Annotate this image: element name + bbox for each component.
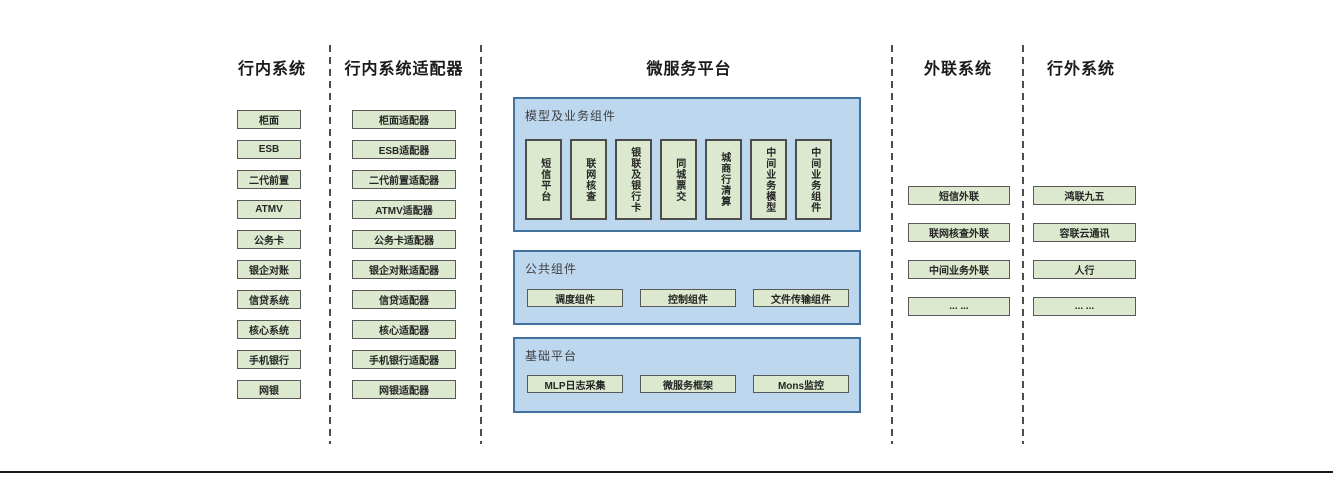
model-component-box: 中间业务模型 <box>750 139 787 220</box>
internal-system-box: 二代前置 <box>237 170 301 189</box>
header-external-systems: 行外系统 <box>1046 61 1116 78</box>
internal-system-box: 信贷系统 <box>237 290 301 309</box>
adapter-box: 银企对账适配器 <box>352 260 456 279</box>
common-component-box: 控制组件 <box>640 289 736 307</box>
outbound-system-box: 联网核查外联 <box>908 223 1010 242</box>
dashed-divider-3 <box>891 45 893 444</box>
external-system-box: 人行 <box>1033 260 1136 279</box>
internal-adapters-list: 柜面适配器 ESB适配器二代前置适配器 ATMV适配器公务卡适配器银企对账适配器信贷… <box>352 110 456 399</box>
dashed-divider-2 <box>480 45 482 444</box>
adapter-box: ESB适配器 <box>352 140 456 159</box>
base-platform-box: Mons监控 <box>753 375 849 393</box>
adapter-box: 柜面适配器 <box>352 110 456 129</box>
model-component-box: 中间业务组件 <box>795 139 832 220</box>
adapter-box: 公务卡适配器 <box>352 230 456 249</box>
adapter-box: 核心适配器 <box>352 320 456 339</box>
internal-system-box: 手机银行 <box>237 350 301 369</box>
model-component-box: 联网核查 <box>570 139 607 220</box>
model-component-box: 银联及银行卡 <box>615 139 652 220</box>
header-internal-systems: 行内系统 <box>237 61 307 78</box>
model-component-box: 短信平台 <box>525 139 562 220</box>
internal-system-box: 核心系统 <box>237 320 301 339</box>
model-component-box: 城商行清算 <box>705 139 742 220</box>
model-component-box: 同城票交 <box>660 139 697 220</box>
internal-system-box: ESB <box>237 140 301 159</box>
outbound-system-box: ... ... <box>908 297 1010 316</box>
header-internal-adapters: 行内系统适配器 <box>344 61 464 78</box>
panel-label: 公共组件 <box>525 262 578 276</box>
outbound-system-box: 中间业务外联 <box>908 260 1010 279</box>
bottom-border-line <box>0 471 1333 473</box>
base-platform-box: MLP日志采集 <box>527 375 623 393</box>
panel-common-components: 公共组件 调度组件控制组件文件传输组件 <box>513 250 861 325</box>
base-platform-list: MLP日志采集微服务框架 Mons监控 <box>527 375 849 393</box>
panel-base-platform: 基础平台 MLP日志采集微服务框架 Mons监控 <box>513 337 861 413</box>
adapter-box: 网银适配器 <box>352 380 456 399</box>
internal-system-box: 公务卡 <box>237 230 301 249</box>
header-outbound-systems: 外联系统 <box>923 61 993 78</box>
outbound-system-box: 短信外联 <box>908 186 1010 205</box>
external-system-box: ... ... <box>1033 297 1136 316</box>
external-system-box: 鸿联九五 <box>1033 186 1136 205</box>
model-components-list: 短信平台联网核查银联及银行卡同城票交城商行清算中间业务模型中间业务组件 <box>525 139 832 220</box>
base-platform-box: 微服务框架 <box>640 375 736 393</box>
internal-system-box: 银企对账 <box>237 260 301 279</box>
dashed-divider-4 <box>1022 45 1024 444</box>
panel-label: 基础平台 <box>525 349 578 363</box>
adapter-box: 信贷适配器 <box>352 290 456 309</box>
common-components-list: 调度组件控制组件文件传输组件 <box>527 289 849 307</box>
adapter-box: ATMV适配器 <box>352 200 456 219</box>
dashed-divider-1 <box>329 45 331 444</box>
external-systems-list: 鸿联九五容联云通讯人行 ... ... <box>1033 186 1136 316</box>
adapter-box: 二代前置适配器 <box>352 170 456 189</box>
external-system-box: 容联云通讯 <box>1033 223 1136 242</box>
internal-system-box: ATMV <box>237 200 301 219</box>
adapter-box: 手机银行适配器 <box>352 350 456 369</box>
panel-model-business-components: 模型及业务组件 短信平台联网核查银联及银行卡同城票交城商行清算中间业务模型中间业… <box>513 97 861 232</box>
internal-system-box: 网银 <box>237 380 301 399</box>
internal-systems-list: 柜面 ESB 二代前置 ATMV 公务卡银企对账信贷系统核心系统手机银行网银 <box>237 110 301 399</box>
panel-label: 模型及业务组件 <box>525 109 617 123</box>
header-microservice-platform: 微服务平台 <box>646 61 732 78</box>
common-component-box: 文件传输组件 <box>753 289 849 307</box>
outbound-systems-list: 短信外联联网核查外联中间业务外联 ... ... <box>908 186 1010 316</box>
common-component-box: 调度组件 <box>527 289 623 307</box>
internal-system-box: 柜面 <box>237 110 301 129</box>
